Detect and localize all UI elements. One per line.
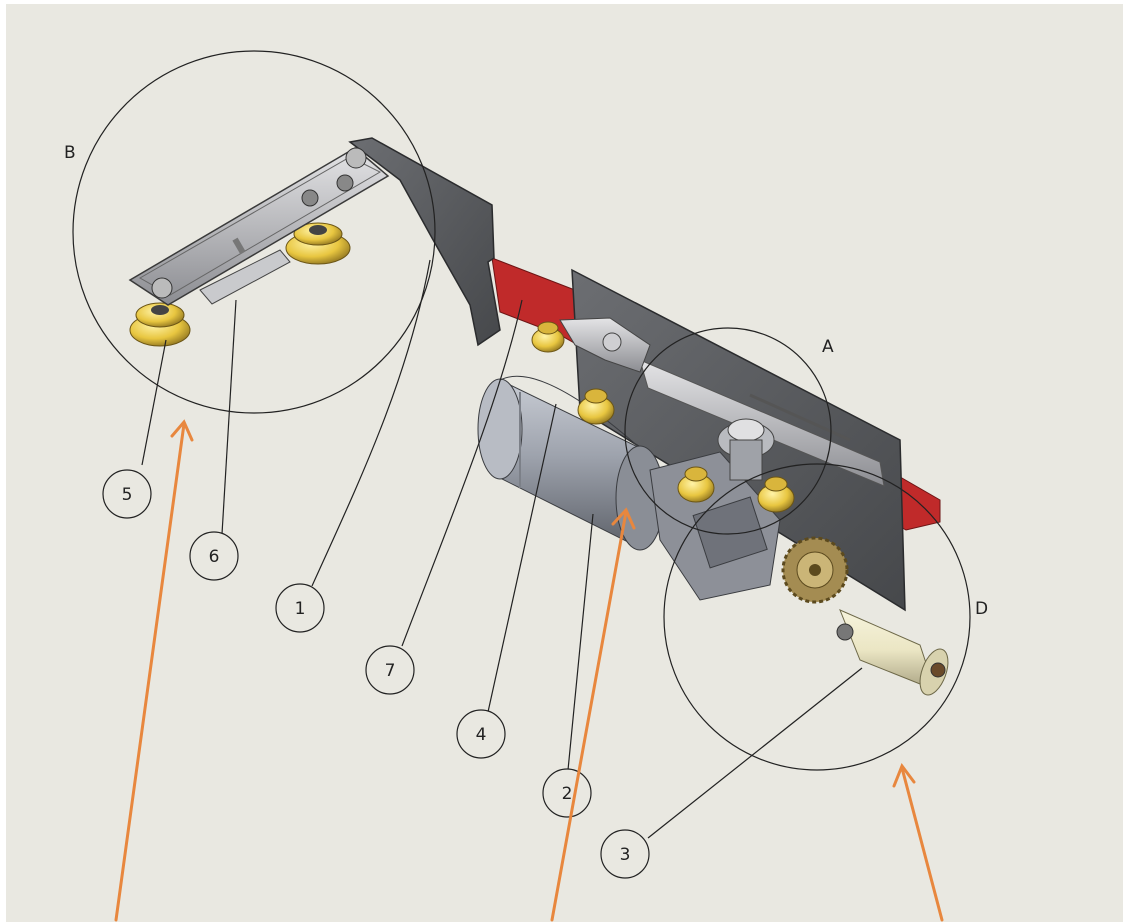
- roller: [577, 388, 615, 425]
- annotation-arrows: [114, 419, 944, 922]
- assembly-graphic: [128, 137, 949, 696]
- lever-pivot: [602, 332, 622, 352]
- svg-text:1: 1: [295, 599, 306, 619]
- callout-2: 2: [542, 768, 592, 818]
- slide-bar: [639, 359, 885, 487]
- roller: [129, 302, 191, 347]
- leader-lines: [141, 259, 863, 839]
- callout-1: 1: [275, 583, 325, 633]
- leader-7: [401, 299, 523, 647]
- carriage-bar: [128, 147, 390, 306]
- bar-slot: [749, 393, 851, 442]
- svg-text:6: 6: [209, 547, 220, 567]
- detail-label-d: D: [975, 599, 988, 619]
- detail-circle-a: [624, 327, 832, 535]
- callout-6: 6: [189, 531, 239, 581]
- roller: [677, 466, 715, 503]
- detail-label-a: A: [822, 337, 834, 357]
- svg-text:4: 4: [476, 725, 487, 745]
- callout-7: 7: [365, 645, 415, 695]
- leader-3: [647, 667, 863, 839]
- detail-label-b: B: [64, 143, 76, 163]
- svg-text:7: 7: [385, 661, 396, 681]
- rollers: [129, 222, 795, 513]
- leader-1: [311, 259, 431, 587]
- leader-4: [487, 403, 557, 713]
- gear-stack: [717, 418, 775, 481]
- arrow-to-motor: [550, 507, 636, 922]
- leader-5: [141, 339, 167, 466]
- detail-circle-b: [72, 50, 436, 414]
- roller: [285, 222, 351, 265]
- svg-text:2: 2: [562, 784, 573, 804]
- callouts: 5 6 1 7 4 2 3: [102, 469, 650, 879]
- leader-2: [567, 513, 594, 771]
- arrow-to-detail-b: [114, 419, 194, 922]
- drive-motor: [836, 609, 949, 696]
- callout-5: 5: [102, 469, 152, 519]
- svg-text:5: 5: [122, 485, 133, 505]
- svg-text:3: 3: [620, 845, 631, 865]
- gear-wheel: [781, 536, 849, 604]
- leader-6: [221, 299, 237, 535]
- gearbox-cover: [692, 496, 768, 569]
- detail-circle-d: [663, 463, 971, 771]
- callout-3: 3: [600, 829, 650, 879]
- roller: [531, 321, 565, 353]
- arm-plate: [348, 137, 501, 347]
- detail-circles: [72, 50, 971, 771]
- arrow-to-detail-d: [892, 762, 944, 922]
- roller: [757, 476, 795, 513]
- callout-4: 4: [456, 709, 506, 759]
